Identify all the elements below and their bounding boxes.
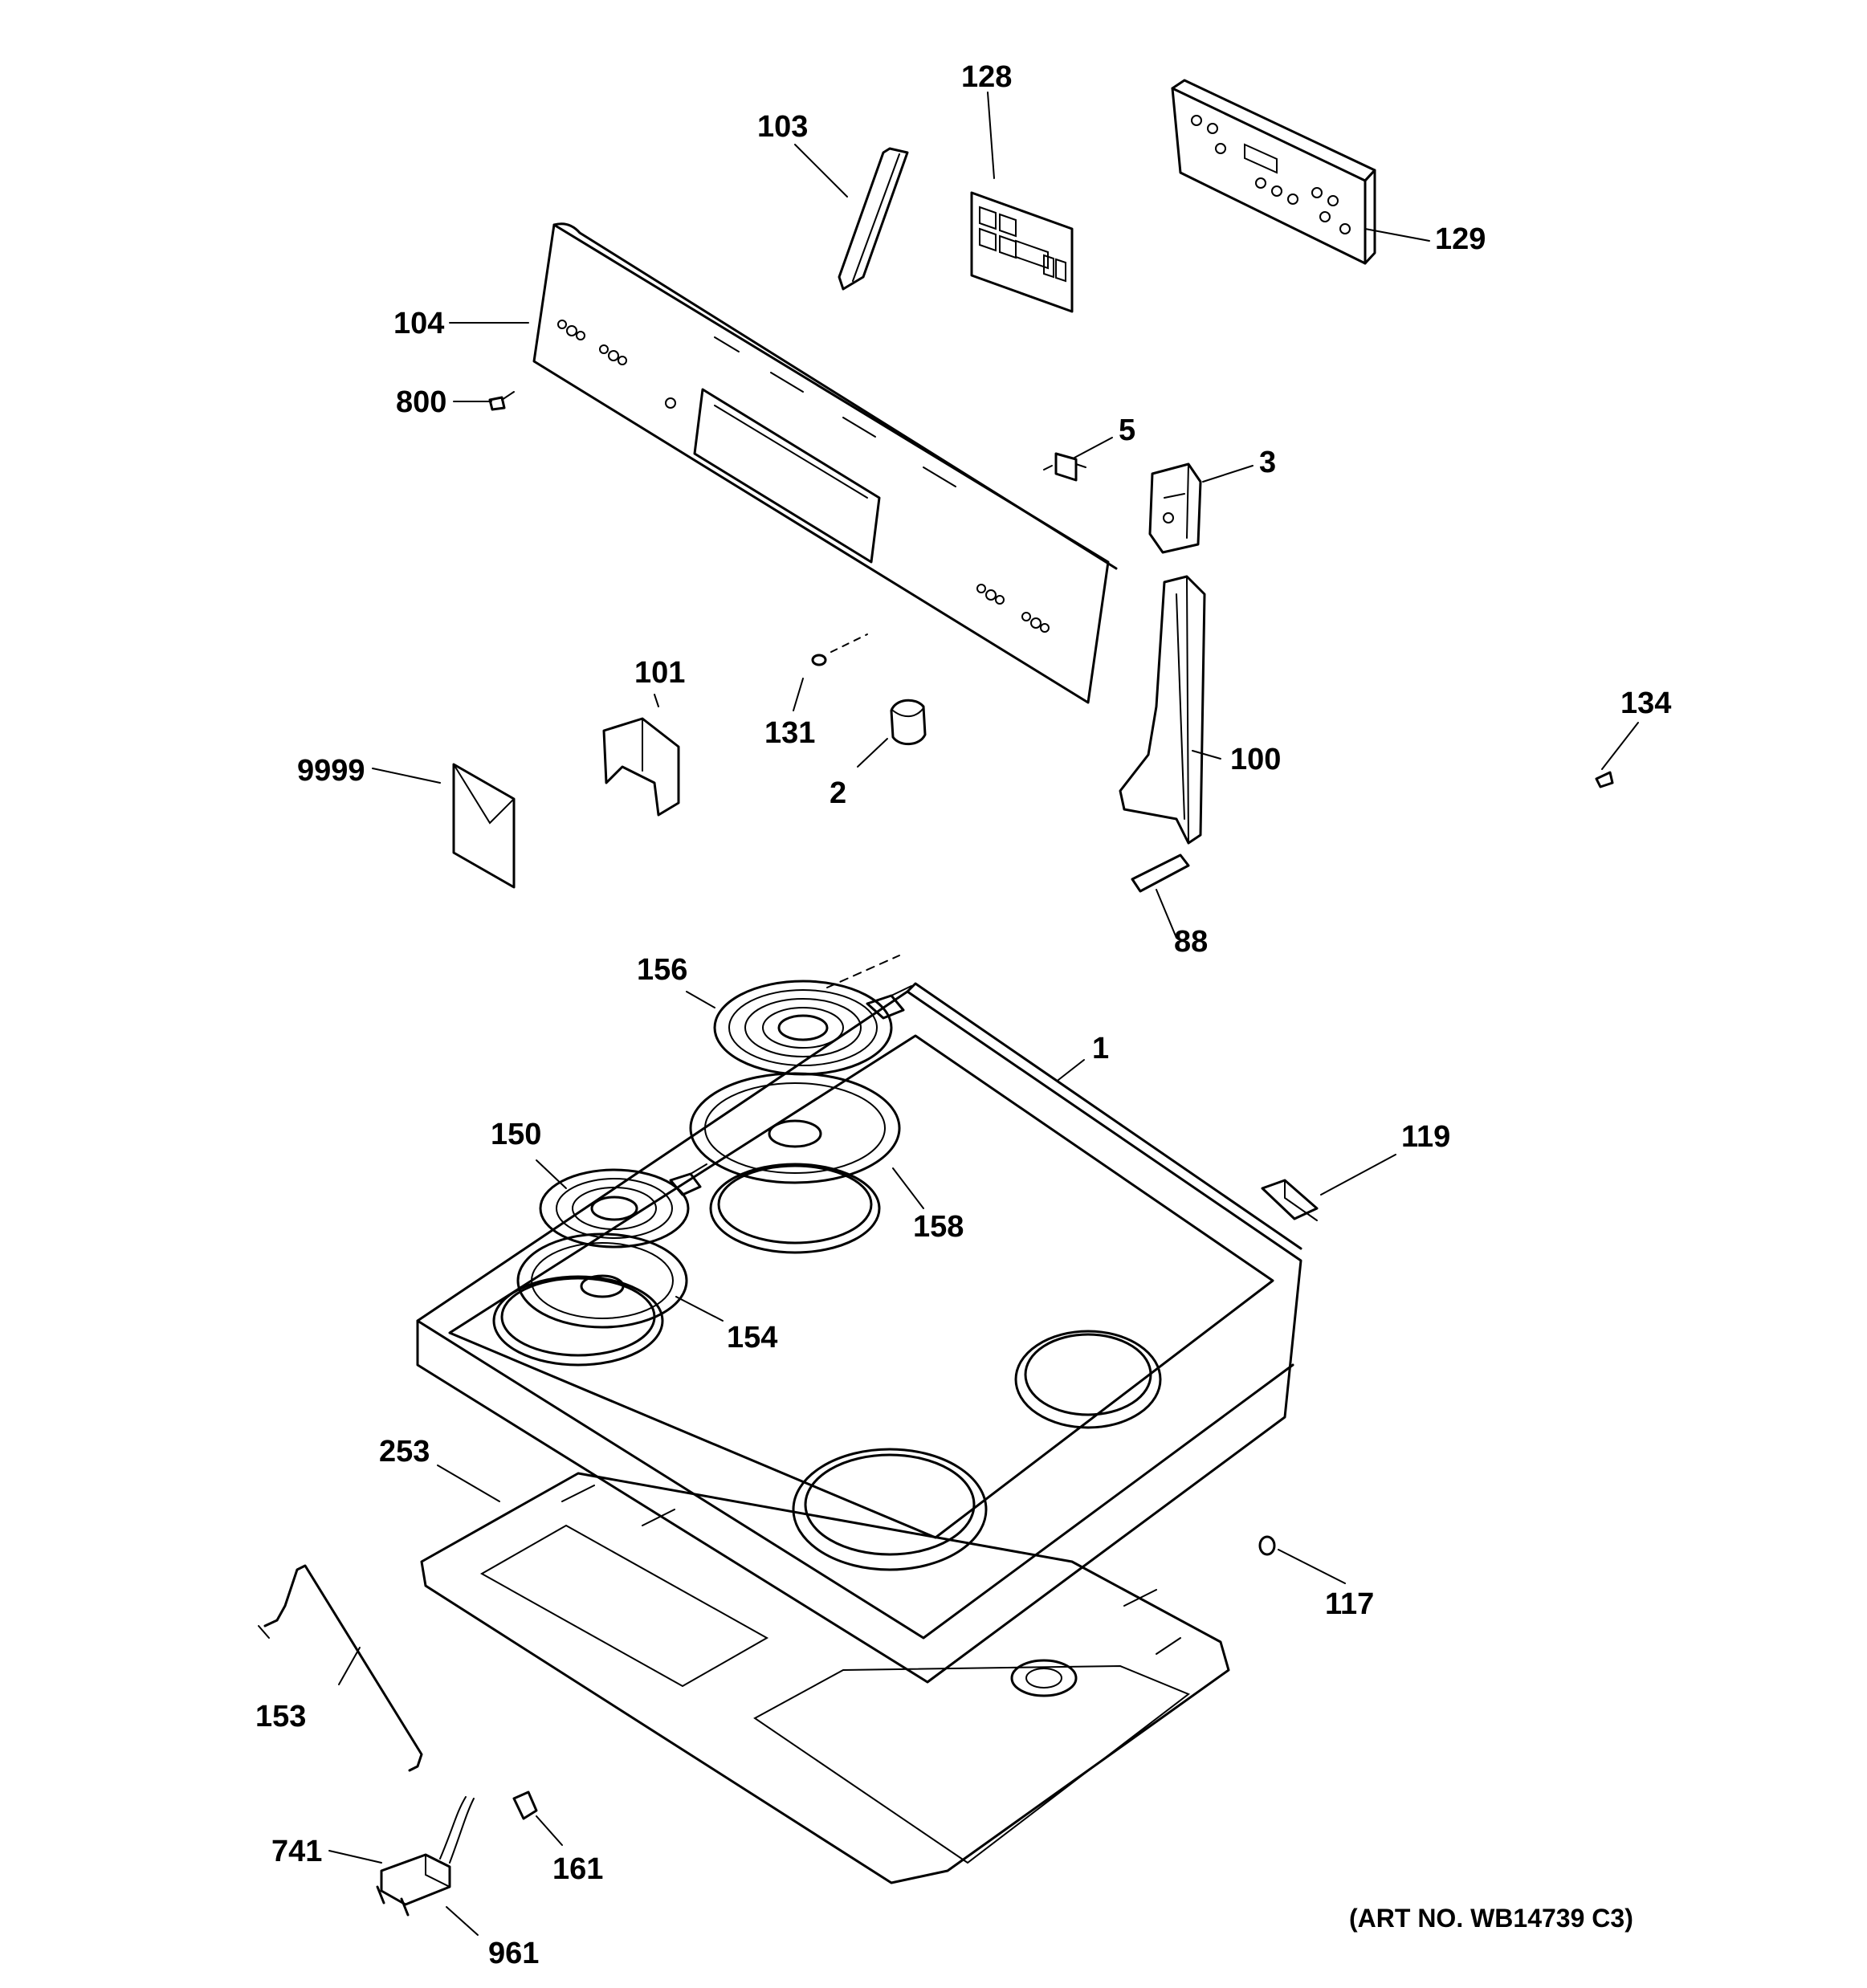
label-101: 101 (634, 656, 685, 690)
label-150: 150 (491, 1118, 541, 1151)
label-100: 100 (1230, 743, 1281, 776)
endcap-100-drawing (1119, 575, 1206, 845)
label-9999: 9999 (297, 754, 365, 788)
label-104: 104 (393, 307, 444, 340)
switch-5-drawing (1043, 452, 1086, 482)
label-119: 119 (1401, 1120, 1450, 1154)
label-156: 156 (637, 953, 687, 987)
label-161: 161 (552, 1852, 603, 1886)
leader-lines (328, 92, 1639, 1936)
art-number: (ART NO. WB14739 C3) (1349, 1904, 1633, 1933)
literature-9999-drawing (452, 763, 516, 889)
label-1: 1 (1092, 1032, 1109, 1065)
label-153: 153 (255, 1700, 306, 1733)
terminal-block-741-961-drawing (376, 1796, 475, 1917)
support-rod-153-drawing (258, 1564, 423, 1772)
label-88: 88 (1174, 925, 1208, 959)
label-5: 5 (1119, 413, 1135, 447)
bracket-103-drawing (838, 147, 909, 291)
label-117: 117 (1325, 1587, 1374, 1621)
small-drip-pan-154-drawing (516, 1232, 688, 1329)
burner-box-253-drawing (420, 1472, 1230, 1884)
label-154: 154 (727, 1321, 777, 1355)
label-129: 129 (1435, 222, 1486, 256)
overlay-128-drawing (970, 191, 1074, 313)
part-labels: 103 128 129 104 800 5 3 101 131 2 100 13… (255, 60, 1671, 1970)
small-burner-150-drawing (539, 1163, 707, 1249)
bracket-101-drawing (602, 717, 680, 817)
label-134: 134 (1620, 686, 1671, 720)
label-128: 128 (961, 60, 1012, 94)
label-158: 158 (913, 1210, 964, 1244)
small-parts-drawing (488, 391, 1614, 1820)
label-3: 3 (1259, 446, 1276, 479)
control-board-129-drawing (1171, 79, 1376, 265)
switch-3-drawing (1148, 462, 1202, 554)
label-741: 741 (271, 1835, 322, 1868)
label-2: 2 (830, 776, 846, 810)
label-131: 131 (764, 716, 815, 750)
large-drip-pan-158-drawing (689, 1072, 901, 1184)
large-burner-156-drawing (713, 980, 912, 1076)
backsplash-panel-drawing (532, 222, 1118, 704)
label-961: 961 (488, 1937, 539, 1970)
label-800: 800 (396, 385, 446, 419)
label-103: 103 (757, 110, 808, 144)
label-253: 253 (379, 1435, 430, 1469)
spacer-88-drawing (1131, 853, 1190, 893)
bracket-119-drawing (1261, 1179, 1319, 1221)
cooktop-1-drawing (416, 955, 1302, 1684)
